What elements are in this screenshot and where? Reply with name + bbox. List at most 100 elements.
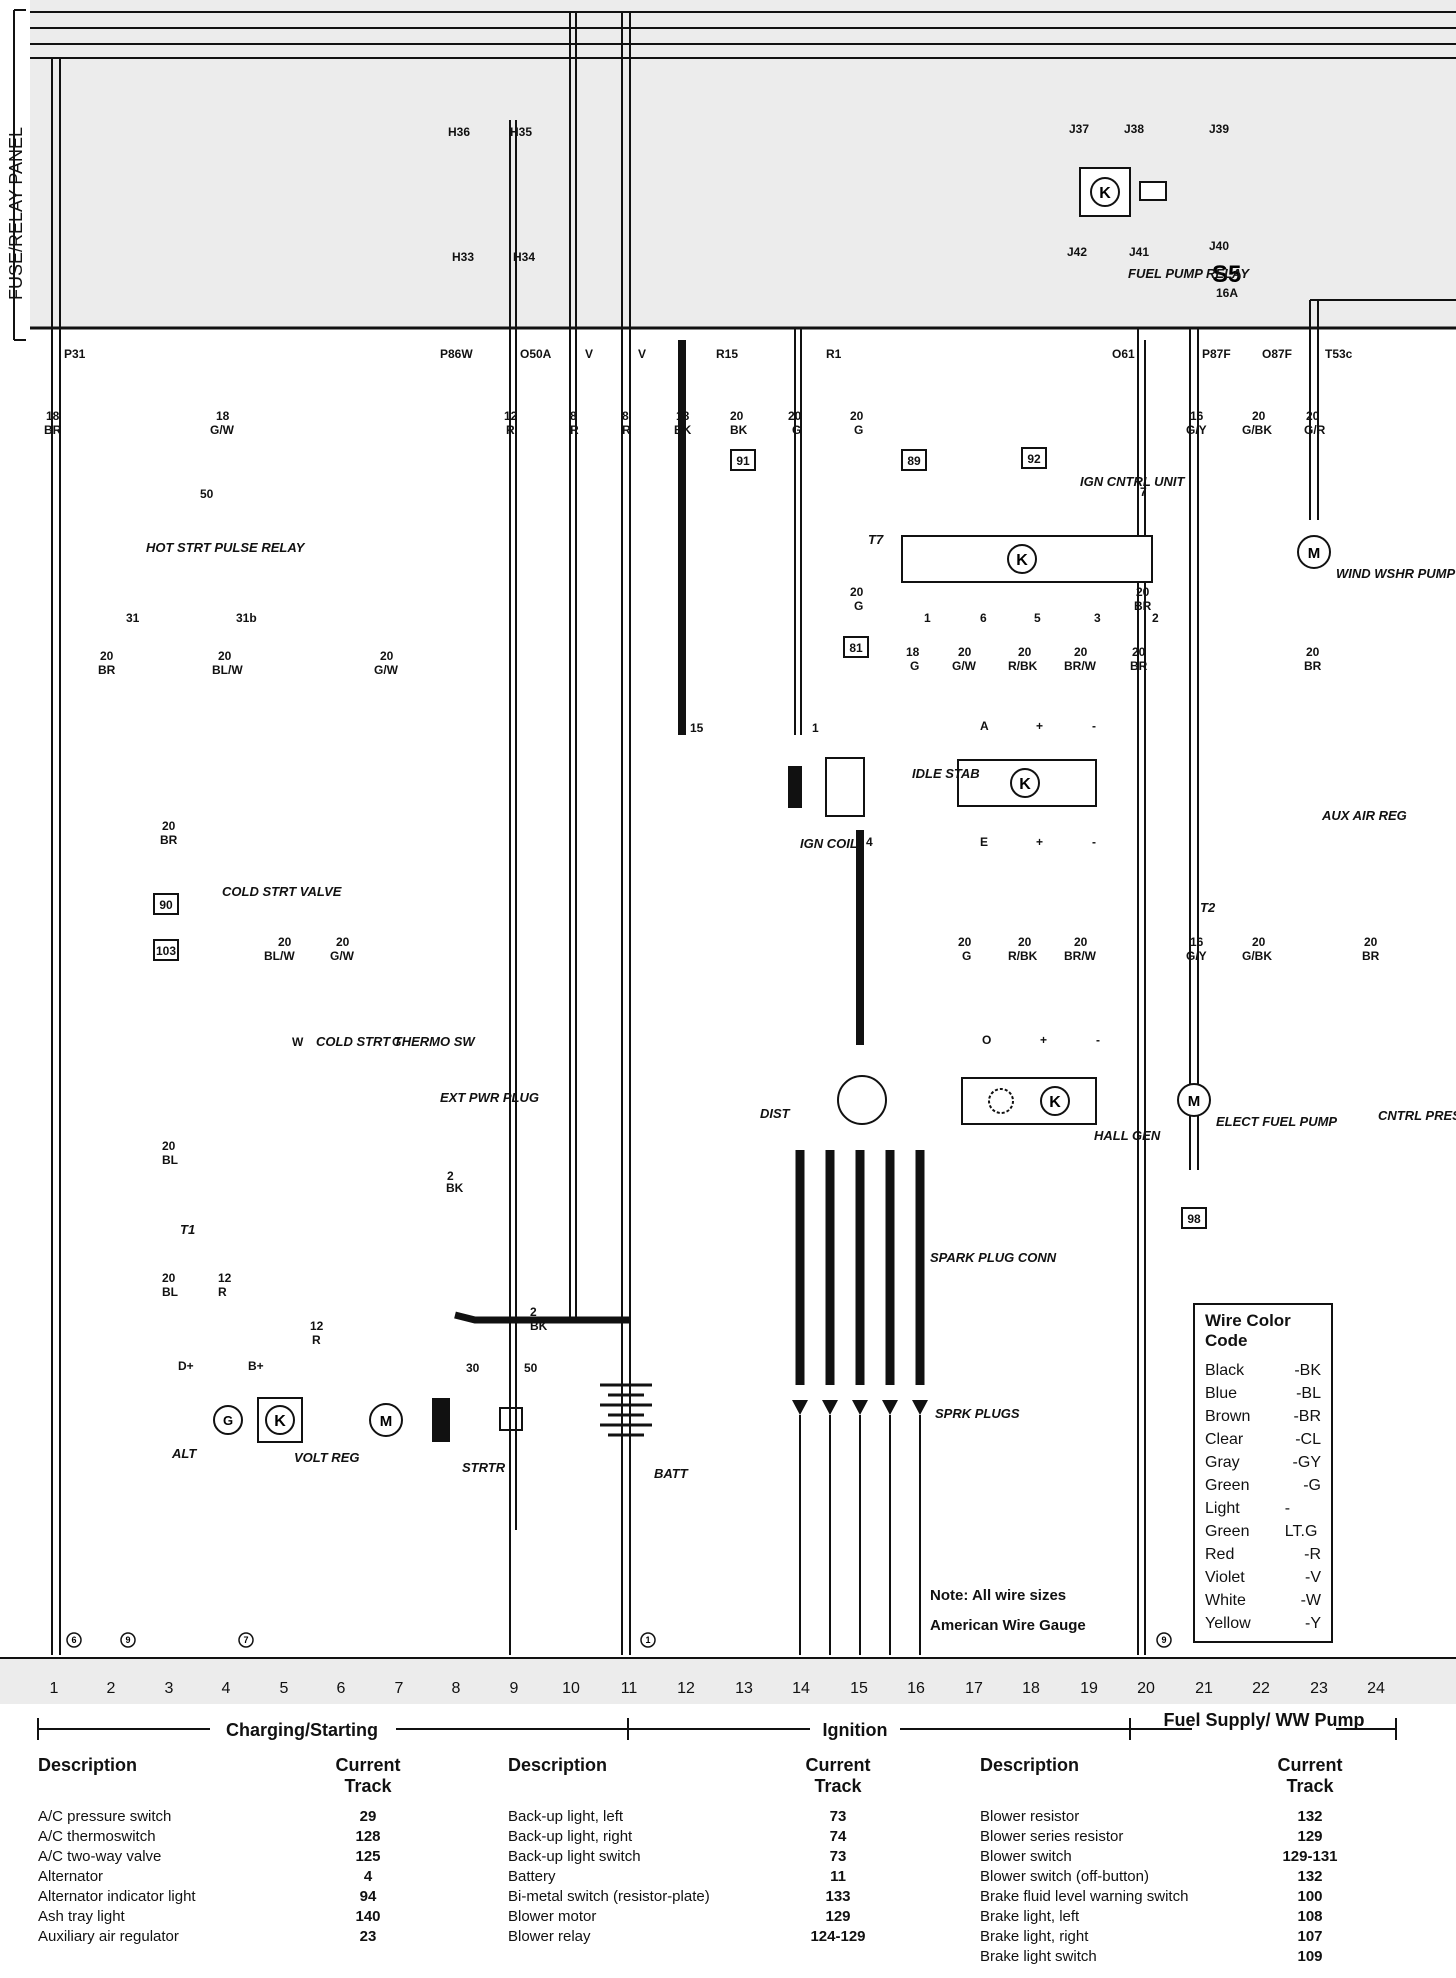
track-number: 16 <box>907 1680 925 1697</box>
wire-label: 18 <box>46 409 60 423</box>
pin-label: D+ <box>178 1359 194 1373</box>
pin-label: 15 <box>690 721 704 735</box>
connector-81: 81 <box>849 641 863 655</box>
fuse-rating: 16A <box>1216 286 1238 300</box>
cntrl-press-reg-label: CNTRL PRESS REG <box>1378 1108 1456 1123</box>
wire-label: 20 <box>380 649 394 663</box>
wire-label: BK <box>446 1181 464 1195</box>
terminal-j40: J40 <box>1209 239 1229 253</box>
wire-label: G <box>962 949 971 963</box>
track-number: 5 <box>280 1680 289 1697</box>
wire-label: BR <box>44 423 62 437</box>
pin-label: 1 <box>924 611 931 625</box>
terminal-p86w: P86W <box>440 347 473 361</box>
wire-label: G/W <box>374 663 399 677</box>
legend-row: Black-BK <box>1205 1359 1321 1382</box>
wire-label: 20 <box>1364 935 1378 949</box>
legend-color-name: Brown <box>1205 1408 1251 1425</box>
wire-label: BR/W <box>1064 659 1097 673</box>
legend-color-code: -BK <box>1294 1362 1321 1379</box>
track-number: 8 <box>452 1680 461 1697</box>
legend-color-code: -BR <box>1293 1408 1321 1425</box>
ign-k-icon <box>1007 544 1037 574</box>
wire-label: R <box>218 1285 227 1299</box>
wire-label: BK <box>674 423 692 437</box>
column-header-current-track: Current Track <box>805 1755 871 1796</box>
wire-label: 20 <box>1306 409 1320 423</box>
terminal-j42: J42 <box>1067 245 1087 259</box>
track-number: 1 <box>50 1680 59 1697</box>
svg-text:G: G <box>223 1413 233 1428</box>
wind-wshr-pump <box>1297 535 1331 569</box>
panel-label: FUSE/RELAY PANEL <box>6 127 26 300</box>
wire-label: G <box>792 423 801 437</box>
wire-label: 20 <box>1252 935 1266 949</box>
track-number: 3 <box>165 1680 174 1697</box>
wire-label: 8 <box>570 409 577 423</box>
bus-lines <box>30 11 1456 330</box>
spark-plugs <box>792 1400 928 1415</box>
wire-label: 20 <box>100 649 114 663</box>
wire-label: 16 <box>1190 935 1204 949</box>
legend-color-code: -GY <box>1292 1454 1321 1471</box>
strtr-label: STRTR <box>462 1460 506 1475</box>
wire-color-code-legend: Wire Color Code Black-BK Blue-BL Brown-B… <box>1193 1303 1333 1643</box>
wire-label: 16 <box>1190 409 1204 423</box>
wire-label: 20 <box>1136 585 1150 599</box>
track-number: 6 <box>337 1680 346 1697</box>
wire-label: 12 <box>218 1271 232 1285</box>
connector-91: 91 <box>736 454 750 468</box>
svg-text:K: K <box>1016 552 1028 569</box>
track-number: 15 <box>850 1680 868 1697</box>
alternator <box>213 1405 243 1435</box>
legend-color-name: Yellow <box>1205 1615 1251 1632</box>
legend-color-name: Red <box>1205 1546 1235 1563</box>
legend-color-code: -Y <box>1305 1615 1321 1632</box>
connector-98: 98 <box>1187 1212 1201 1226</box>
section-dividers <box>37 1718 1397 1740</box>
track-number: 18 <box>1022 1680 1040 1697</box>
pin-label: 31 <box>126 611 140 625</box>
terminal-o87f: O87F <box>1262 347 1292 361</box>
wire-label: G <box>910 659 919 673</box>
terminal-h33: H33 <box>452 250 474 264</box>
track-number: 10 <box>562 1680 580 1697</box>
pin-label: W <box>292 1035 304 1049</box>
connector-pin-t7: T7 <box>868 532 884 547</box>
wire-label: 20 <box>1018 935 1032 949</box>
wire-label: BL <box>162 1153 178 1167</box>
wind-wshr-motor-icon: M <box>1308 545 1321 562</box>
legend-color-name: Light Green <box>1205 1500 1250 1540</box>
wire-label: 18 <box>676 409 690 423</box>
pin-label: - <box>1096 1033 1100 1047</box>
terminal-p87f: P87F <box>1202 347 1231 361</box>
wire-label: BR <box>1304 659 1322 673</box>
pin-label: 30 <box>466 1361 480 1375</box>
pin-label: 4 <box>866 835 873 849</box>
legend-row: Yellow -Y <box>1205 1612 1321 1635</box>
wire-label: BK <box>730 423 748 437</box>
track-number: 7 <box>395 1680 404 1697</box>
ext-pwr-plug-label: EXT PWR PLUG <box>440 1090 539 1105</box>
connector-89: 89 <box>907 454 921 468</box>
pin-label: + <box>1036 719 1043 733</box>
wire-label: 2 <box>447 1169 454 1183</box>
distributor <box>837 1075 887 1125</box>
terminal-h36: H36 <box>448 125 470 139</box>
batt-label: BATT <box>654 1466 689 1481</box>
terminal-o61: O61 <box>1112 347 1135 361</box>
fuel-pump-motor-icon: M <box>1188 1093 1201 1110</box>
wire-label: R <box>312 1333 321 1347</box>
wire-label: 20 <box>850 409 864 423</box>
